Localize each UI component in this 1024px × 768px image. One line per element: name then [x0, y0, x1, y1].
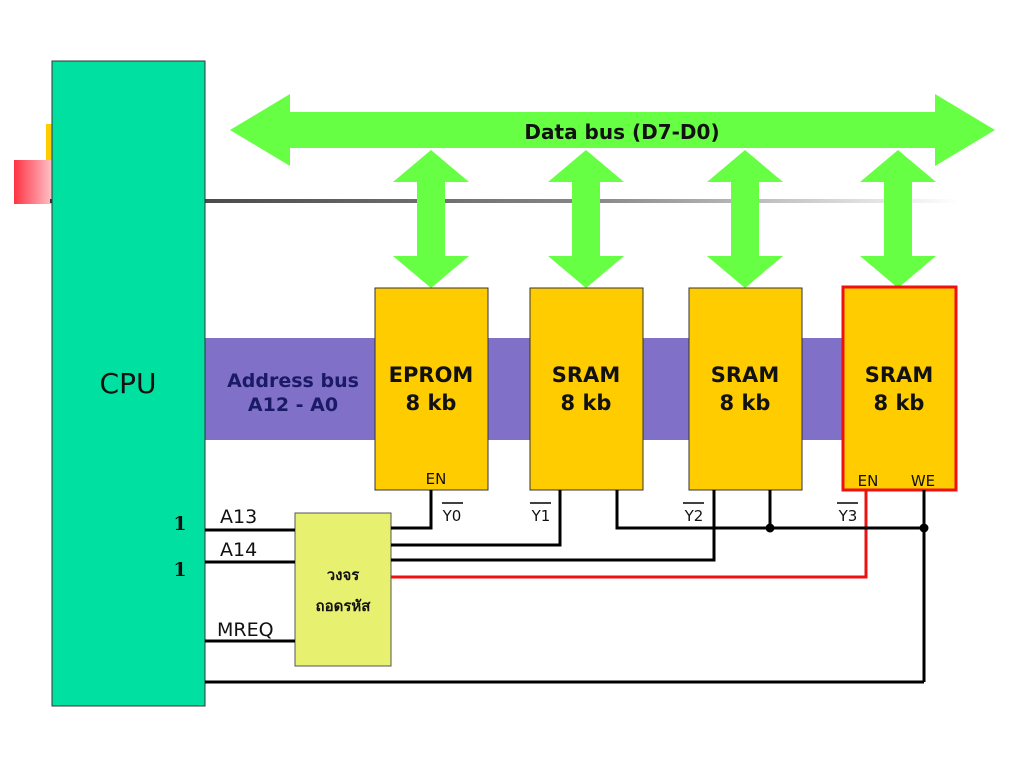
slide-divider-line — [50, 199, 960, 203]
label-y0: Y0 — [442, 502, 463, 525]
chip-sram-1: SRAM 8 kb — [529, 287, 644, 491]
wire-y3 — [391, 490, 868, 579]
label-y1-text: Y1 — [531, 507, 551, 525]
wire-y0 — [391, 490, 433, 530]
bus-connector-eprom — [393, 150, 469, 288]
chip-size: 8 kb — [720, 391, 771, 415]
chip-sram-2: SRAM 8 kb — [688, 287, 803, 491]
a13-level: 1 — [173, 513, 186, 535]
junction-dot — [765, 523, 775, 533]
chip-name: SRAM — [552, 363, 620, 387]
pin-we: WE — [911, 472, 935, 490]
chip-size: 8 kb — [406, 391, 457, 415]
data-bus-arrow — [230, 94, 995, 166]
data-bus-label: Data bus (D7-D0) — [524, 120, 719, 144]
label-y1: Y1 — [530, 502, 551, 525]
wire-y1 — [391, 490, 562, 547]
wire-we-common — [615, 490, 924, 530]
slide-accent-yellow — [46, 124, 56, 162]
chip-eprom: EPROM 8 kb EN — [374, 287, 489, 491]
address-bus-label-line2: A12 - A0 — [248, 394, 338, 416]
signal-mreq: MREQ — [217, 619, 274, 641]
label-y0-text: Y0 — [442, 507, 462, 525]
pin-en: EN — [426, 470, 447, 488]
cpu-label: CPU — [100, 367, 157, 400]
chip-sram-3: SRAM 8 kb EN WE — [841, 285, 958, 492]
wire-y2 — [391, 490, 716, 562]
bus-connector-sram1 — [548, 150, 624, 288]
pin-en: EN — [858, 472, 879, 490]
decoder-block — [294, 512, 392, 667]
signal-a13: A13 — [220, 506, 257, 528]
label-y2-text: Y2 — [684, 507, 704, 525]
bus-connector-sram2 — [707, 150, 783, 288]
label-y3: Y3 — [837, 502, 858, 525]
signal-a14: A14 — [220, 539, 257, 561]
cpu-block — [51, 60, 206, 707]
a14-level: 1 — [173, 559, 186, 581]
chip-name: EPROM — [389, 363, 474, 387]
label-y3-text: Y3 — [838, 507, 858, 525]
chip-size: 8 kb — [874, 391, 925, 415]
address-bus-label-line1: Address bus — [227, 370, 359, 392]
chip-size: 8 kb — [561, 391, 612, 415]
decoder-label-line2: ถอดรหัส — [316, 597, 372, 615]
bus-connector-sram3 — [860, 150, 936, 288]
decoder-label-line1: วงจร — [327, 566, 361, 584]
chip-name: SRAM — [865, 363, 933, 387]
chip-name: SRAM — [711, 363, 779, 387]
junction-dot — [919, 523, 929, 533]
label-y2: Y2 — [683, 502, 704, 525]
